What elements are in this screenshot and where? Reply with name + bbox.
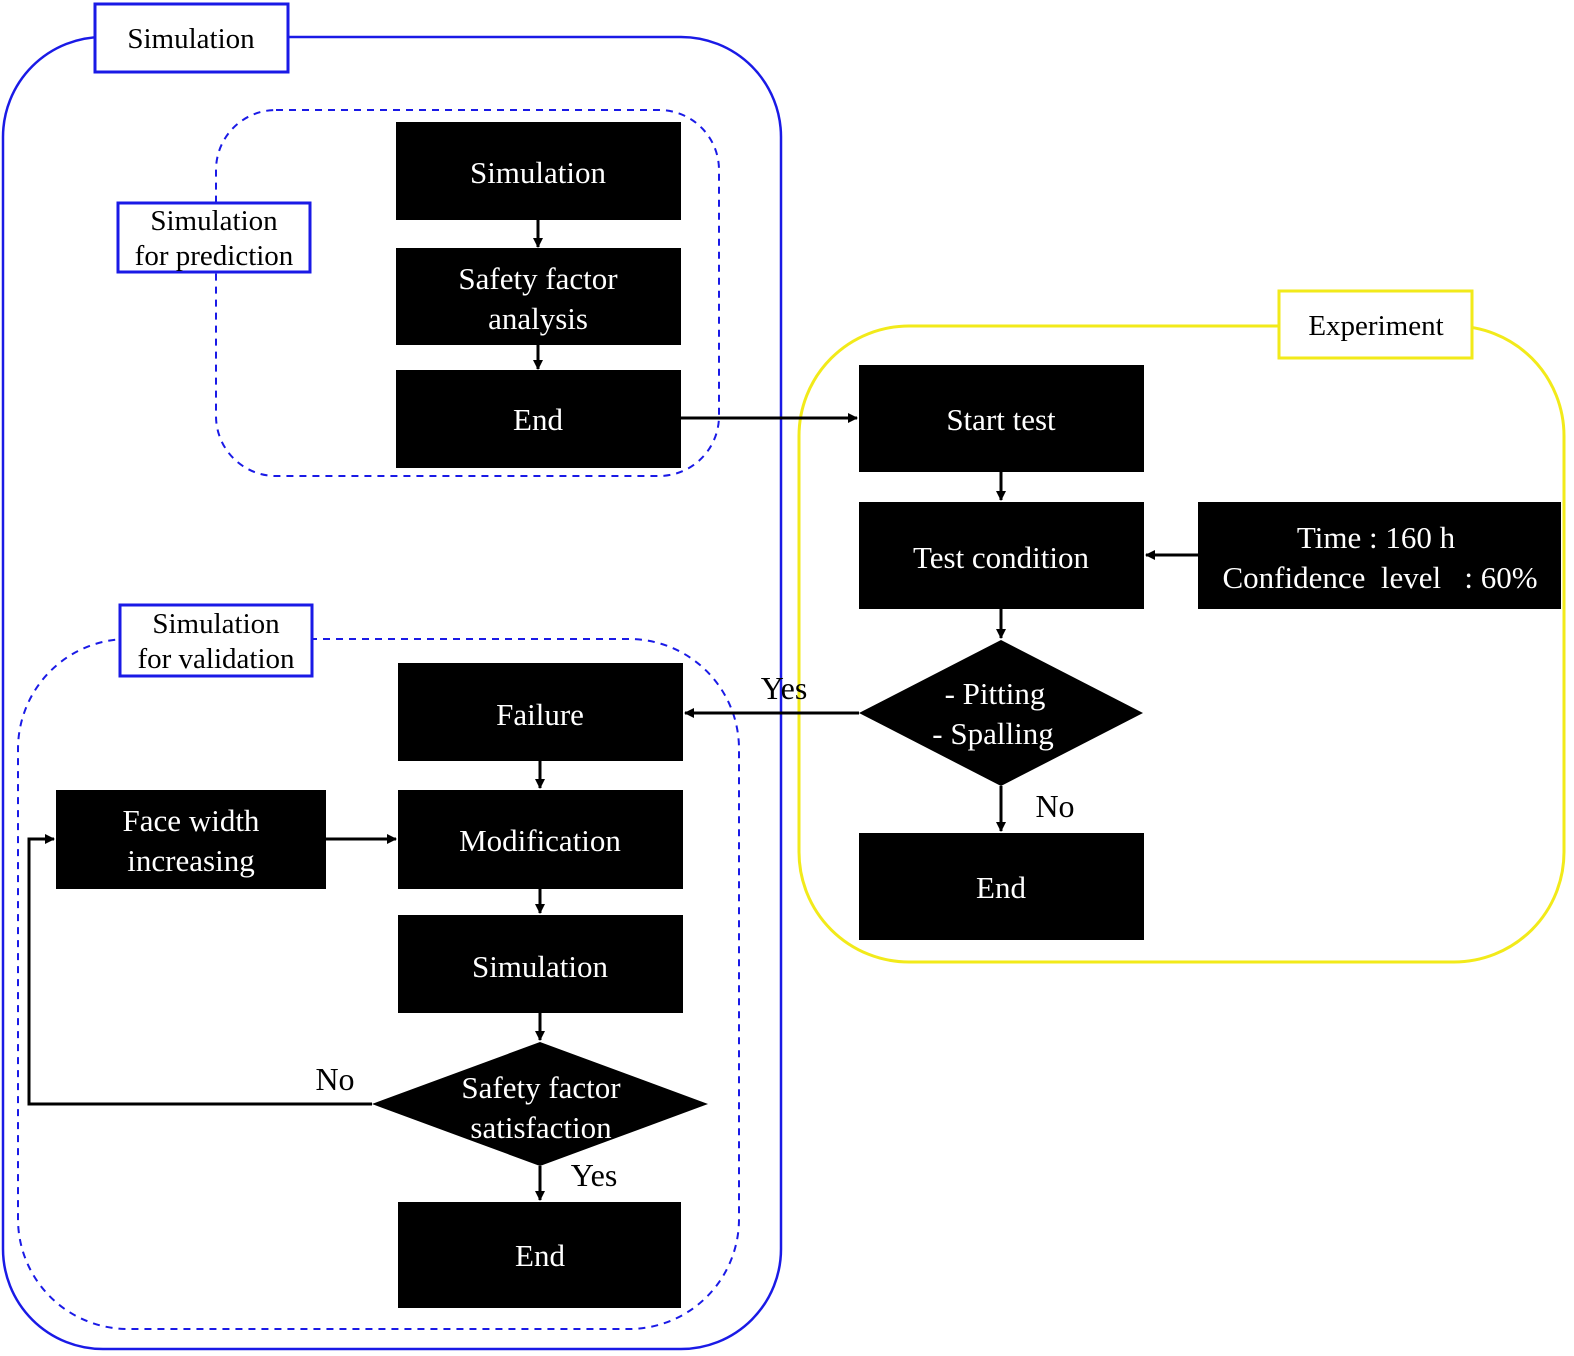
prediction-simulation-node bbox=[396, 122, 681, 220]
decision-spalling-label: - Spalling bbox=[932, 716, 1053, 751]
prediction-simulation-label: Simulation bbox=[470, 155, 607, 190]
validation-simulation-node bbox=[398, 915, 683, 1013]
validation-group-label-box bbox=[118, 603, 314, 678]
face-width-increasing-node bbox=[56, 790, 326, 889]
validation-group-label-line2: for validation bbox=[137, 643, 295, 675]
experiment-end-label: End bbox=[976, 870, 1026, 905]
modification-node bbox=[398, 790, 683, 889]
experiment-no-label: No bbox=[1035, 788, 1074, 824]
test-condition-label: Test condition bbox=[913, 540, 1090, 575]
prediction-group-label-line2: for prediction bbox=[135, 240, 294, 272]
failure-label: Failure bbox=[496, 697, 584, 732]
condition-time-label: Time : 160 h bbox=[1297, 520, 1456, 555]
safety-factor-analysis-line2: analysis bbox=[488, 301, 588, 336]
prediction-end-label: End bbox=[513, 402, 563, 437]
start-test-node bbox=[859, 365, 1144, 472]
prediction-group-border bbox=[215, 109, 720, 477]
face-width-line1: Face width bbox=[123, 803, 260, 838]
condition-confidence-label: Confidence level : 60% bbox=[1222, 560, 1537, 595]
satisfaction-decision-line1: Safety factor bbox=[461, 1070, 621, 1105]
start-test-label: Start test bbox=[946, 402, 1056, 437]
test-condition-node bbox=[859, 502, 1144, 609]
validation-yes-label: Yes bbox=[571, 1157, 618, 1193]
experiment-group-label-box bbox=[1277, 289, 1474, 360]
prediction-group-label-line1: Simulation bbox=[150, 205, 278, 237]
experiment-group-label: Experiment bbox=[1308, 310, 1443, 342]
validation-group-label-line1: Simulation bbox=[152, 608, 280, 640]
validation-end-node bbox=[398, 1202, 681, 1308]
safety-factor-analysis-line1: Safety factor bbox=[458, 261, 618, 296]
safety-factor-satisfaction-decision bbox=[372, 1042, 708, 1166]
prediction-group-label-box bbox=[116, 201, 312, 274]
validation-group-border bbox=[17, 638, 740, 1330]
experiment-end-node bbox=[859, 833, 1144, 940]
arrow-decision-no-loop-to-face-width bbox=[27, 834, 372, 1106]
face-width-line2: increasing bbox=[127, 843, 254, 878]
simulation-group-border bbox=[1, 35, 783, 1351]
validation-simulation-label: Simulation bbox=[472, 949, 609, 984]
validation-end-label: End bbox=[515, 1238, 565, 1273]
validation-no-label: No bbox=[315, 1061, 354, 1097]
simulation-group-label-box bbox=[93, 2, 290, 74]
experiment-group-border bbox=[797, 324, 1566, 964]
condition-parameters-node bbox=[1198, 502, 1561, 609]
failure-node bbox=[398, 663, 683, 761]
pitting-spalling-decision bbox=[859, 640, 1143, 786]
prediction-end-node bbox=[396, 370, 681, 468]
safety-factor-analysis-node bbox=[396, 248, 681, 345]
experiment-yes-label: Yes bbox=[761, 670, 808, 706]
decision-pitting-label: - Pitting bbox=[945, 676, 1046, 711]
simulation-group-label: Simulation bbox=[127, 23, 255, 55]
satisfaction-decision-line2: satisfaction bbox=[470, 1110, 612, 1145]
modification-label: Modification bbox=[459, 823, 621, 858]
